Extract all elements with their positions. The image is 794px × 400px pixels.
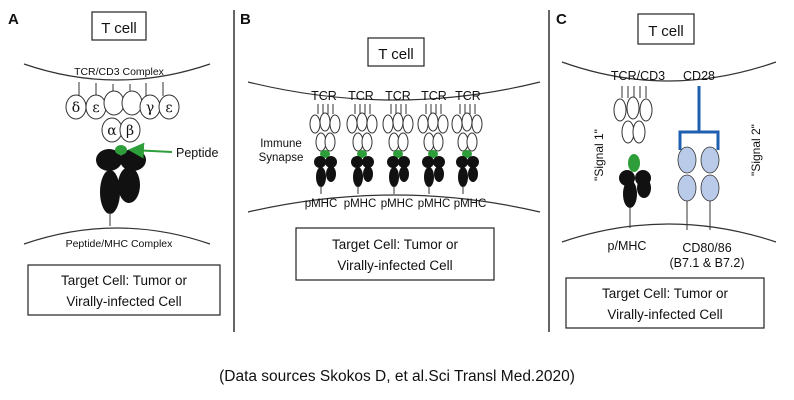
tcr-pmhc-pair-4 <box>417 104 449 194</box>
panel-a-target-line1: Target Cell: Tumor or <box>61 273 188 288</box>
pmhc-label-3: pMHC <box>381 198 414 210</box>
peptide-label: Peptide <box>176 146 218 160</box>
panel-b-tcell-membrane <box>247 81 541 101</box>
cd28-label: CD28 <box>683 69 715 83</box>
panel-a-target-box <box>27 264 221 316</box>
cd80-86-receptors <box>677 146 720 230</box>
tcr-label-3: TCR <box>385 89 411 103</box>
panel-b-tcell-label: T cell <box>378 46 414 63</box>
cd3-epsilon-chain-right <box>158 94 180 120</box>
tcr-chain-upper-right <box>121 90 143 116</box>
pmhc-label-2: pMHC <box>344 198 377 210</box>
tcr-label-2: TCR <box>348 89 374 103</box>
panel-a-tcell-box <box>91 11 147 41</box>
panel-b-tcell-box <box>367 37 425 67</box>
tcr-pmhc-pair-3 <box>382 104 414 194</box>
panel-a-letter: A <box>8 11 19 28</box>
pmhc-label-5: pMHC <box>454 198 487 210</box>
panel-c-peptide-icon <box>628 154 640 172</box>
peptide-arrow <box>128 142 173 159</box>
panel-c-target-line1: Target Cell: Tumor or <box>602 286 729 301</box>
panel-b-target-line2: Virally-infected Cell <box>337 258 452 273</box>
greek-delta: δ <box>72 100 80 116</box>
tcr-label-1: TCR <box>311 89 337 103</box>
greek-beta: β <box>126 123 134 139</box>
panel-b-target-membrane <box>247 194 541 213</box>
panel-c-target-membrane <box>561 223 777 243</box>
tcr-pmhc-pair-5 <box>451 104 483 194</box>
panel-a-target-line2: Virally-infected Cell <box>66 294 181 309</box>
greek-epsilon-right: ε <box>165 100 172 116</box>
greek-gamma: γ <box>146 100 154 116</box>
panel-c-tcell-label: T cell <box>648 23 684 40</box>
immune-synapse-line2: Synapse <box>259 152 304 164</box>
panel-c-tcell-box <box>637 13 695 45</box>
panel-c: C T cell TCR/CD3 CD28 <box>556 11 777 329</box>
greek-epsilon-left: ε <box>92 100 99 116</box>
tcr-pmhc-pair-1 <box>309 104 341 194</box>
panel-a-bottom-label: Peptide/MHC Complex <box>66 238 174 250</box>
figure-caption: (Data sources Skokos D, et al.Sci Transl… <box>219 368 575 385</box>
panel-b: B T cell TCR TCR TCR TCR TCR Immune Syna… <box>240 11 541 281</box>
signal-2-label: "Signal 2" <box>749 124 763 176</box>
cd28-bracket <box>678 86 720 150</box>
pmhc-label-4: pMHC <box>418 198 451 210</box>
tcr-label-4: TCR <box>421 89 447 103</box>
panel-c-target-box <box>565 277 765 329</box>
mhc-lower-right <box>118 167 140 203</box>
mhc-domain-left <box>96 149 122 171</box>
panel-a-complex-label: TCR/CD3 Complex <box>74 66 165 78</box>
p-mhc-label: p/MHC <box>608 239 647 253</box>
panel-b-target-box <box>295 227 495 281</box>
panel-c-letter: C <box>556 11 567 28</box>
panel-a-tcell-label: T cell <box>101 20 137 37</box>
panel-c-target-line2: Virally-infected Cell <box>607 307 722 322</box>
panel-c-tcell-membrane <box>561 61 777 82</box>
panel-b-target-line1: Target Cell: Tumor or <box>332 237 459 252</box>
tcr-cd3-label: TCR/CD3 <box>611 69 665 83</box>
greek-alpha: α <box>107 123 117 139</box>
cd80-86-label-line1: CD80/86 <box>682 241 731 255</box>
panel-c-tcr-complex <box>613 86 653 228</box>
peptide-icon <box>115 145 127 155</box>
cd80-86-label-line2: (B7.1 & B7.2) <box>669 256 744 270</box>
tcr-pmhc-pair-2 <box>346 104 378 194</box>
panel-a-target-membrane <box>23 227 211 245</box>
tcr-chain-upper-left <box>103 90 125 116</box>
panel-a: A T cell TCR/CD3 Complex δ ε γ ε α β <box>8 11 221 316</box>
pmhc-label-1: pMHC <box>305 198 338 210</box>
mhc-lower-left <box>100 170 120 214</box>
panel-b-letter: B <box>240 11 251 28</box>
tcr-label-5: TCR <box>455 89 481 103</box>
immune-synapse-line1: Immune <box>260 138 302 150</box>
panel-a-tcell-membrane <box>23 63 211 81</box>
signal-1-label: "Signal 1" <box>592 129 606 181</box>
tcr-beta-chain <box>119 117 141 143</box>
